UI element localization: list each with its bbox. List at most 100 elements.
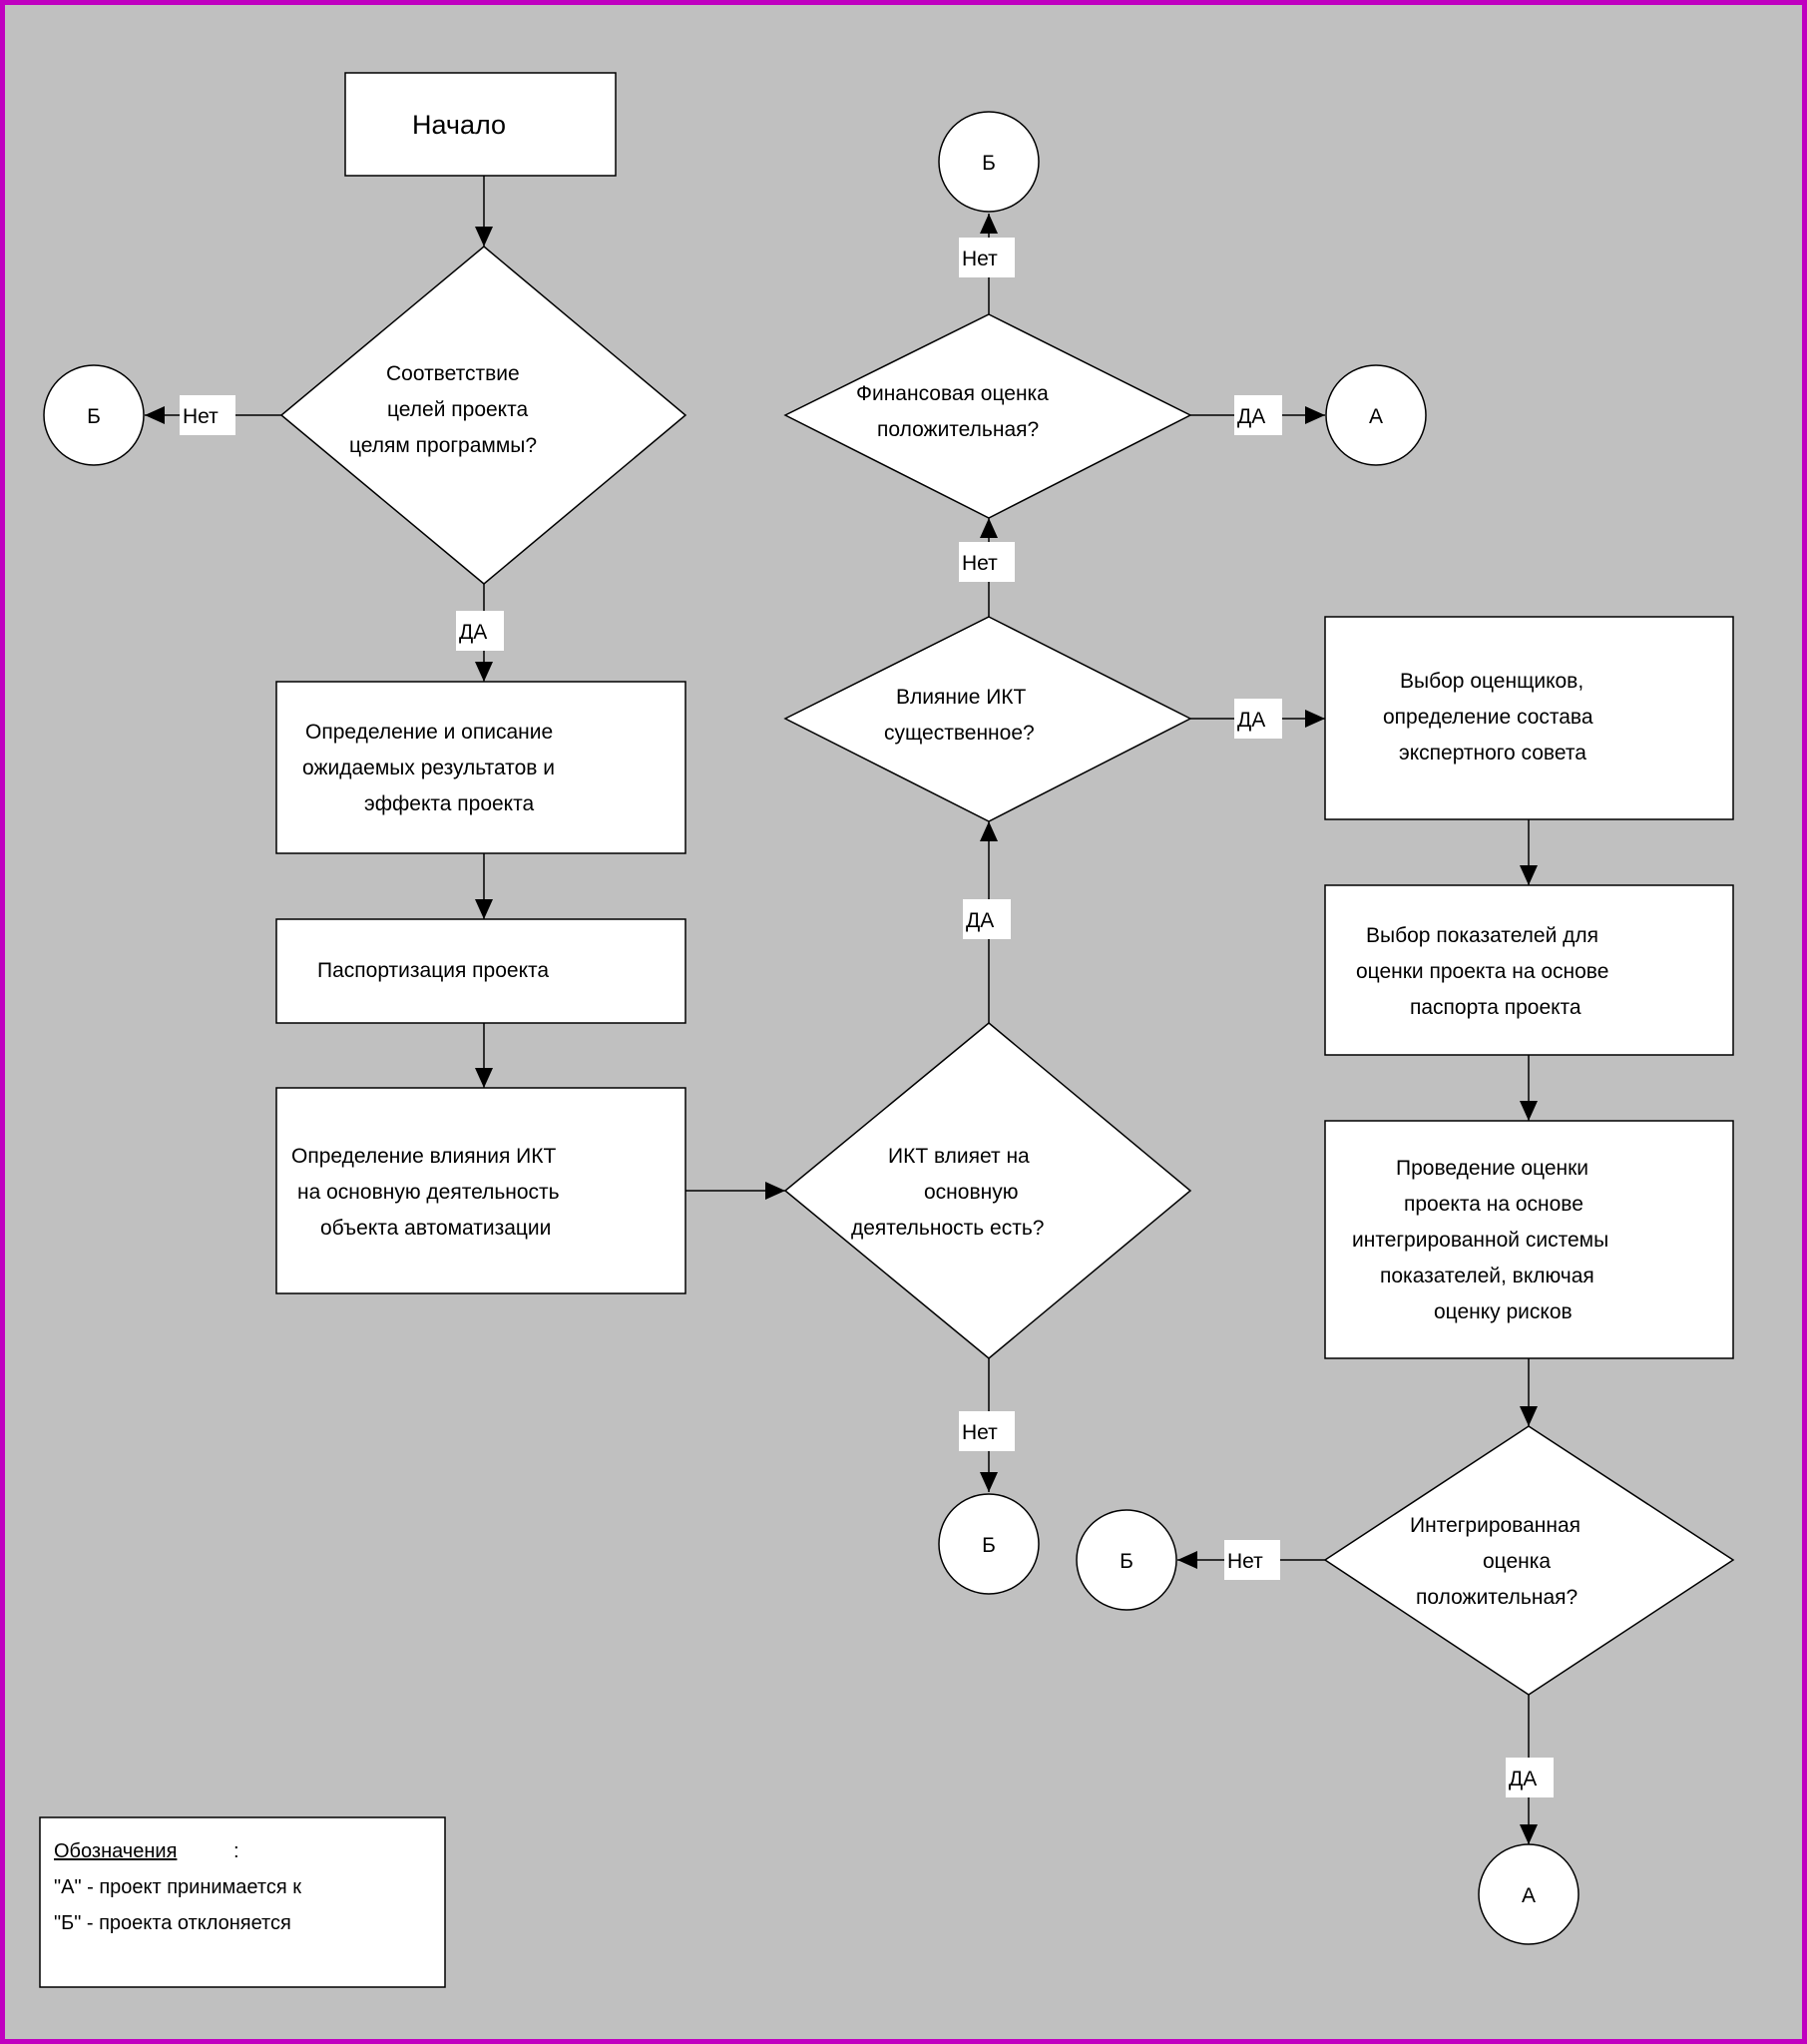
legend: Обозначения : "А" - проект принимается к… [39,1816,446,1988]
flowchart: Нет ДА Нет ДА Нет ДА ДА Нет [39,72,1735,1988]
svg-text:Проведение оценки: Проведение оценки [1396,1157,1588,1180]
node-select-experts: Выбор оценщиков, определение состава экс… [1324,616,1734,820]
node-start: Начало [344,72,617,177]
svg-text:оценка: оценка [1483,1550,1551,1573]
svg-text:Определение и описание: Определение и описание [305,721,553,744]
svg-text:интегрированной системы: интегрированной системы [1352,1229,1608,1252]
node-select-indicators: Выбор показателей для оценки проекта на … [1324,884,1734,1056]
arrowhead [980,518,998,538]
arrowhead [475,227,493,247]
svg-text:Б: Б [982,152,996,175]
label-no: Нет [959,1411,1015,1451]
svg-text:объекта автоматизации: объекта автоматизации [320,1217,551,1240]
legend-title: Обозначения [54,1840,177,1862]
svg-text:Паспортизация проекта: Паспортизация проекта [317,959,549,982]
label-yes: ДА [456,611,504,651]
arrowhead [475,662,493,682]
label-yes: ДА [1506,1758,1554,1797]
svg-text:положительная?: положительная? [1416,1586,1578,1609]
svg-text:показателей, включая: показателей, включая [1380,1265,1594,1287]
svg-text:целям программы?: целям программы? [349,434,537,457]
svg-text:А: А [1369,405,1383,428]
decision-goals-match: Соответствие целей проекта целям програм… [279,246,687,585]
arrowhead [1520,865,1538,885]
svg-text:ожидаемых результатов и: ожидаемых результатов и [302,757,555,779]
node-passport: Паспортизация проекта [275,918,686,1024]
svg-text:Б: Б [1120,1550,1133,1573]
label-yes: ДА [1234,395,1282,435]
arrowhead [1520,1406,1538,1426]
svg-text:ДА: ДА [1237,405,1265,428]
arrowhead [475,899,493,919]
svg-text:на основную деятельность: на основную деятельность [297,1181,560,1204]
arrowhead [145,406,165,424]
svg-text:существенное?: существенное? [884,722,1035,745]
connector-a: А [1478,1843,1580,1945]
arrowhead [1520,1101,1538,1121]
svg-text:Нет: Нет [962,552,998,575]
svg-text:Финансовая оценка: Финансовая оценка [856,382,1049,405]
connector-b: Б [43,364,145,466]
arrowhead [1305,406,1325,424]
legend-colon: : [233,1840,239,1862]
svg-text:Влияние ИКТ: Влияние ИКТ [896,686,1027,709]
svg-text:А: А [1522,1884,1536,1907]
svg-text:Нет: Нет [183,405,219,428]
node-results-definition: Определение и описание ожидаемых результ… [275,681,686,854]
node-ict-influence-definition: Определение влияния ИКТ на основную деят… [275,1087,686,1294]
svg-text:Выбор оценщиков,: Выбор оценщиков, [1400,670,1583,693]
arrowhead [1520,1824,1538,1844]
arrowhead [1177,1551,1197,1569]
arrowheads [145,214,1538,1844]
label-yes: ДА [963,899,1011,939]
svg-text:оценку рисков: оценку рисков [1434,1300,1573,1323]
svg-text:Соответствие: Соответствие [386,362,520,385]
arrowhead [475,1068,493,1088]
svg-text:Выбор показателей для: Выбор показателей для [1366,924,1598,947]
diagram-canvas: Нет ДА Нет ДА Нет ДА ДА Нет [5,5,1802,2039]
svg-text:проекта на основе: проекта на основе [1404,1193,1583,1216]
svg-text:Начало: Начало [412,110,506,140]
arrowhead [980,1472,998,1492]
connector-b: Б [938,1493,1040,1595]
decision-ict-significant: Влияние ИКТ существенное? [783,616,1192,822]
svg-text:оценки проекта на основе: оценки проекта на основе [1356,960,1608,983]
connector-a: А [1325,364,1427,466]
arrowhead [980,821,998,841]
connector-b: Б [1076,1509,1177,1611]
svg-text:Б: Б [982,1534,996,1557]
label-no: Нет [180,395,235,435]
arrowhead [980,214,998,234]
svg-text:ДА: ДА [1509,1768,1537,1790]
decision-financial: Финансовая оценка положительная? [783,313,1192,519]
label-no: Нет [959,238,1015,277]
svg-text:Нет: Нет [1227,1550,1263,1573]
svg-text:ИКТ влияет на: ИКТ влияет на [888,1145,1030,1168]
svg-text:экспертного совета: экспертного совета [1399,742,1586,765]
decision-ict-affects: ИКТ влияет на основную деятельность есть… [783,1022,1192,1359]
label-no: Нет [959,542,1015,582]
svg-text:Нет: Нет [962,248,998,270]
legend-line-b: "Б" - проекта отклоняется [54,1912,291,1934]
edge-labels: Нет ДА Нет ДА Нет ДА ДА Нет [180,238,1554,1797]
svg-text:определение состава: определение состава [1383,706,1593,729]
svg-text:эффекта проекта: эффекта проекта [364,792,534,815]
svg-text:положительная?: положительная? [877,418,1039,441]
svg-text:Интегрированная: Интегрированная [1410,1514,1581,1537]
svg-text:ДА: ДА [1237,709,1265,732]
svg-text:ДА: ДА [459,621,487,644]
svg-text:Определение влияния ИКТ: Определение влияния ИКТ [291,1145,557,1168]
svg-text:Б: Б [87,405,101,428]
arrowhead [1305,710,1325,728]
svg-text:деятельность есть?: деятельность есть? [851,1217,1044,1240]
svg-text:ДА: ДА [966,909,994,932]
decision-integrated: Интегрированная оценка положительная? [1323,1425,1735,1696]
connector-b: Б [938,111,1040,213]
legend-line-a: "А" - проект принимается к [54,1876,301,1898]
svg-text:основную: основную [924,1181,1018,1204]
label-no: Нет [1224,1540,1280,1580]
svg-text:паспорта проекта: паспорта проекта [1410,996,1581,1019]
label-yes: ДА [1234,699,1282,739]
svg-text:целей проекта: целей проекта [387,398,528,421]
